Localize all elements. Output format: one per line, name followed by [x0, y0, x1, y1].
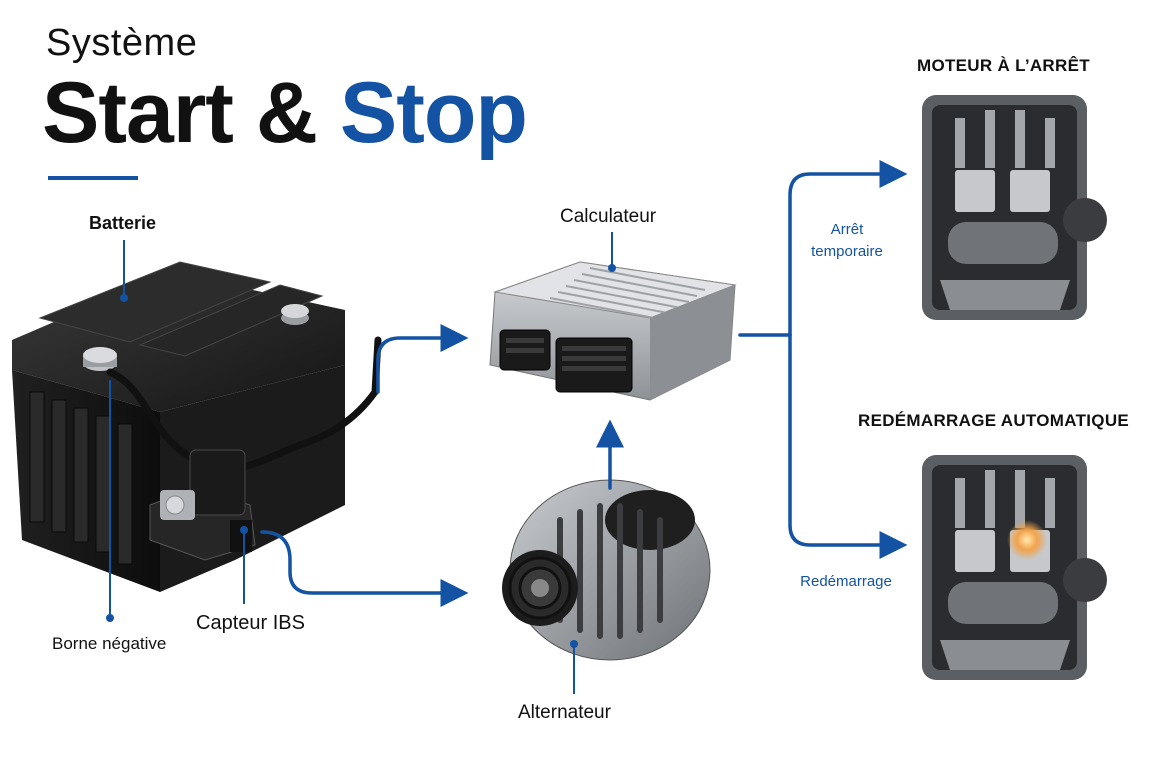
label-alternator: Alternateur [518, 702, 611, 723]
label-negative-terminal: Borne négative [52, 634, 167, 653]
title-stop: Stop [339, 65, 528, 161]
leader-dots [106, 264, 616, 648]
arrow-to-engine-restart [788, 333, 908, 559]
ecu-illustration [489, 261, 737, 401]
arrow-battery-to-ecu [376, 324, 469, 394]
title-underline [48, 176, 138, 180]
flow-arrows [260, 160, 908, 607]
label-temporary-stop: Arrêt temporaire [800, 219, 894, 263]
label-engine-stopped: MOTEUR À L’ARRÊT [917, 56, 1090, 75]
ibs-sensor-illustration [149, 449, 256, 561]
label-temporary-stop-line2: temporaire [811, 242, 883, 260]
label-ibs-sensor: Capteur IBS [196, 612, 305, 634]
alternator-illustration [502, 479, 711, 661]
label-restart: Redémarrage [800, 573, 892, 590]
title-system: Système [46, 22, 198, 64]
arrow-ibs-to-alternator [260, 530, 469, 607]
label-battery: Batterie [89, 213, 157, 233]
title-start: Start & [42, 65, 318, 161]
label-auto-restart: REDÉMARRAGE AUTOMATIQUE [858, 411, 1130, 430]
engine-stopped-illustration [922, 95, 1107, 320]
label-temporary-stop-line1: Arrêt [830, 221, 864, 238]
arrow-to-engine-stopped [788, 160, 908, 337]
leader-lines [109, 232, 613, 694]
label-ecu: Calculateur [560, 206, 657, 227]
engine-restart-illustration [922, 455, 1107, 680]
combustion-glow [1007, 520, 1047, 560]
title-start-stop: Start & Stop [42, 65, 528, 161]
